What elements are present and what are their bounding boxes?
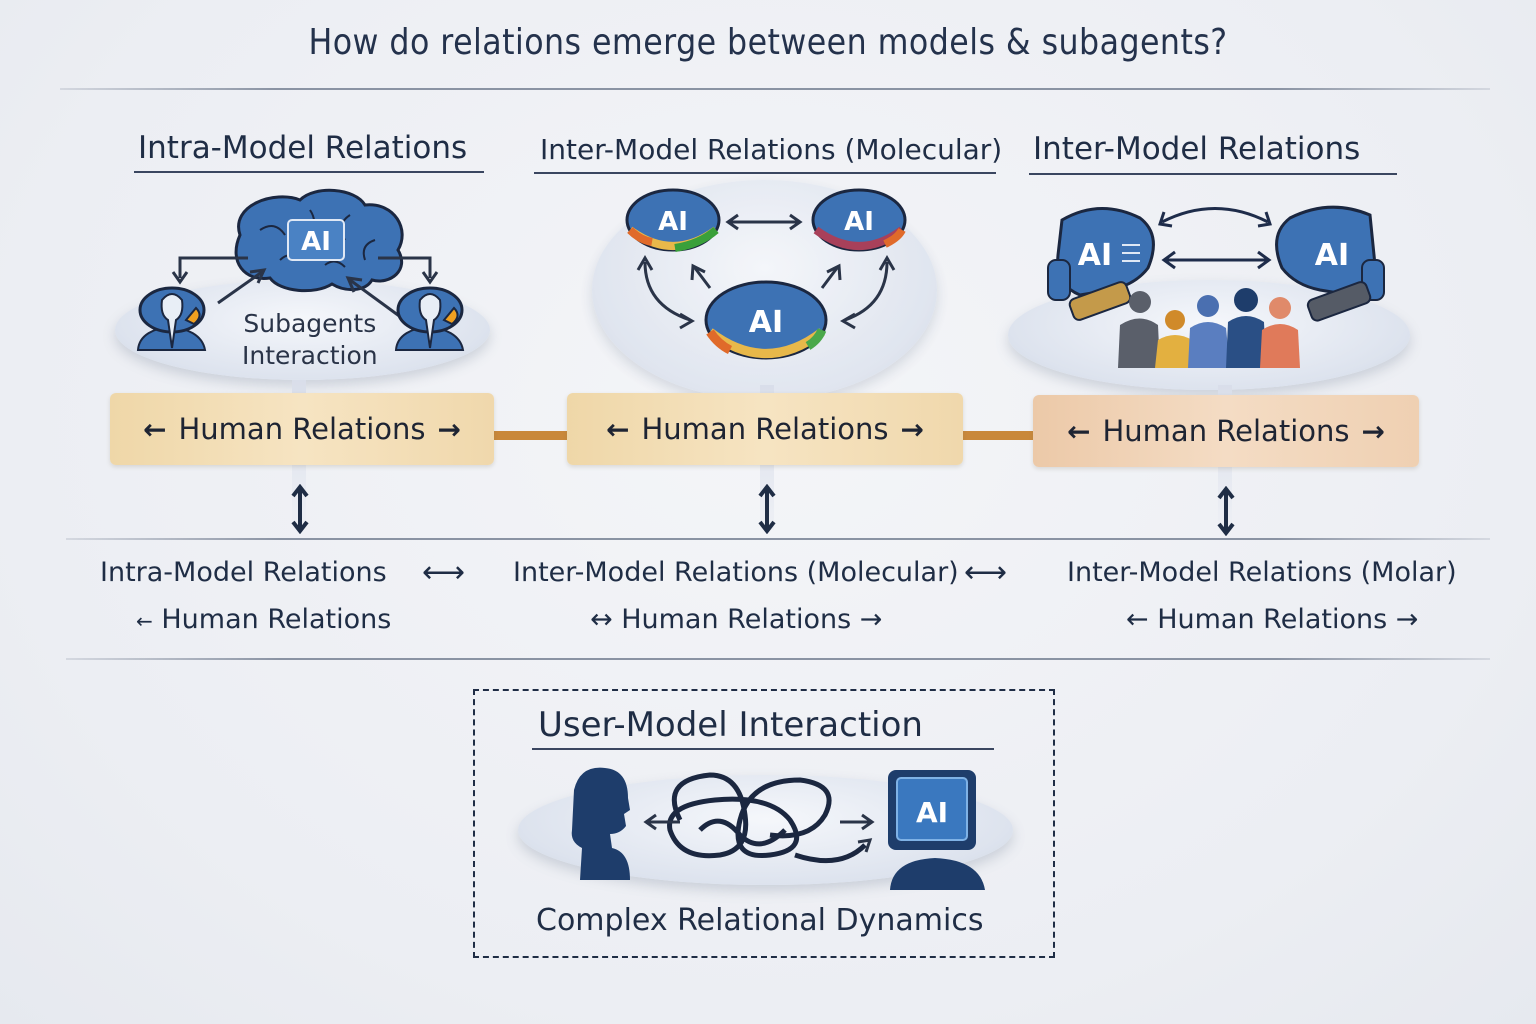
arrow-left-icon: ← — [606, 412, 630, 446]
arrow-left-icon: ← — [1126, 604, 1149, 635]
human-relations-label: Human Relations — [641, 412, 889, 446]
user-model-heading: User-Model Interaction — [538, 705, 923, 745]
human-relations-box-1: ← Human Relations → — [110, 393, 494, 465]
inter-model-illustration: AI AI — [1047, 205, 1385, 368]
summary-col3-line2: ← Human Relations → — [1126, 604, 1418, 635]
brain-ai-label: AI — [301, 227, 331, 257]
summary-human-relations: Human Relations — [161, 604, 392, 635]
human-relations-connector — [955, 431, 1040, 440]
human-relations-connector — [488, 431, 574, 440]
up-down-arrow-icon — [291, 484, 309, 534]
flow-arrows — [643, 813, 875, 853]
caption-line-2: Interaction — [242, 341, 378, 370]
subagent-icon — [136, 286, 207, 351]
relation-arrows — [1158, 207, 1272, 270]
summary-human-relations: Human Relations — [621, 604, 852, 635]
summary-col1-line2: ← Human Relations — [136, 604, 391, 635]
section-underline — [534, 172, 996, 174]
arrow-right-icon: → — [1395, 604, 1419, 635]
ai-node-icon: AI — [704, 280, 828, 360]
up-down-arrow-icon — [1217, 486, 1235, 536]
section-underline — [134, 171, 484, 173]
hand-ai-label: AI — [1315, 238, 1349, 273]
node-label: AI — [844, 207, 874, 237]
title-divider — [60, 88, 1490, 90]
arrow-left-icon: ← — [136, 609, 153, 633]
arrow-right-icon: → — [437, 412, 461, 446]
double-arrow-icon: ⟷ — [422, 555, 466, 590]
page-title: How do relations emerge between models &… — [308, 22, 1228, 63]
ai-hand-left-icon: AI — [1047, 207, 1155, 321]
arrow-left-icon: ← — [143, 412, 167, 446]
summary-col2-line1: Inter-Model Relations (Molecular) — [513, 557, 959, 588]
summary-human-relations: Human Relations — [1157, 604, 1388, 635]
human-relations-label: Human Relations — [1102, 414, 1350, 448]
summary-col3-line1: Inter-Model Relations (Molar) — [1067, 557, 1457, 588]
monitor-ai-label: AI — [916, 796, 948, 829]
ai-node-icon: AI — [625, 188, 721, 252]
hand-ai-label: AI — [1078, 238, 1112, 273]
arrow-left-icon: ← — [1067, 414, 1091, 448]
ai-node-icon: AI — [811, 188, 907, 252]
double-arrow-icon: ⟷ — [964, 555, 1008, 590]
arrow-right-icon: → — [900, 412, 924, 446]
user-model-illustration: AI — [571, 767, 985, 890]
up-down-arrow-icon — [758, 484, 776, 534]
section-underline — [532, 748, 994, 750]
ai-hand-right-icon: AI — [1275, 205, 1385, 322]
double-arrow-icon: ↔ — [590, 604, 613, 635]
subagents-caption: Subagents Interaction — [242, 308, 378, 372]
user-silhouette-icon — [571, 767, 630, 880]
user-model-caption: Complex Relational Dynamics — [536, 903, 984, 938]
ai-monitor-icon: AI — [888, 770, 985, 890]
people-group-icon — [1118, 288, 1300, 368]
node-label: AI — [658, 207, 688, 237]
molecular-illustration: AI AI AI — [625, 188, 907, 360]
section-heading-inter-model: Inter-Model Relations — [1033, 131, 1361, 167]
arrow-right-icon: → — [859, 604, 883, 635]
user-model-interaction-box — [473, 689, 1055, 958]
section-heading-molecular: Inter-Model Relations (Molecular) — [540, 133, 1003, 166]
divider — [66, 658, 1490, 660]
divider — [66, 538, 1490, 540]
section-underline — [1029, 173, 1397, 175]
flow-arrows — [171, 256, 439, 320]
brain-icon: AI — [234, 188, 404, 293]
relation-arrows — [636, 213, 896, 330]
human-relations-box-2: ← Human Relations → — [567, 393, 963, 465]
summary-col1-line1: Intra-Model Relations — [100, 557, 387, 588]
section-heading-intra-model: Intra-Model Relations — [138, 130, 468, 166]
arrow-right-icon: → — [1361, 414, 1385, 448]
intra-model-illustration: AI — [136, 188, 465, 351]
subagent-icon — [394, 286, 465, 351]
tangled-relations-icon — [667, 772, 867, 864]
node-label: AI — [749, 305, 783, 340]
summary-col2-line2: ↔ Human Relations → — [590, 604, 882, 635]
human-relations-box-3: ← Human Relations → — [1033, 395, 1419, 467]
caption-line-1: Subagents — [243, 309, 377, 338]
human-relations-label: Human Relations — [178, 412, 426, 446]
